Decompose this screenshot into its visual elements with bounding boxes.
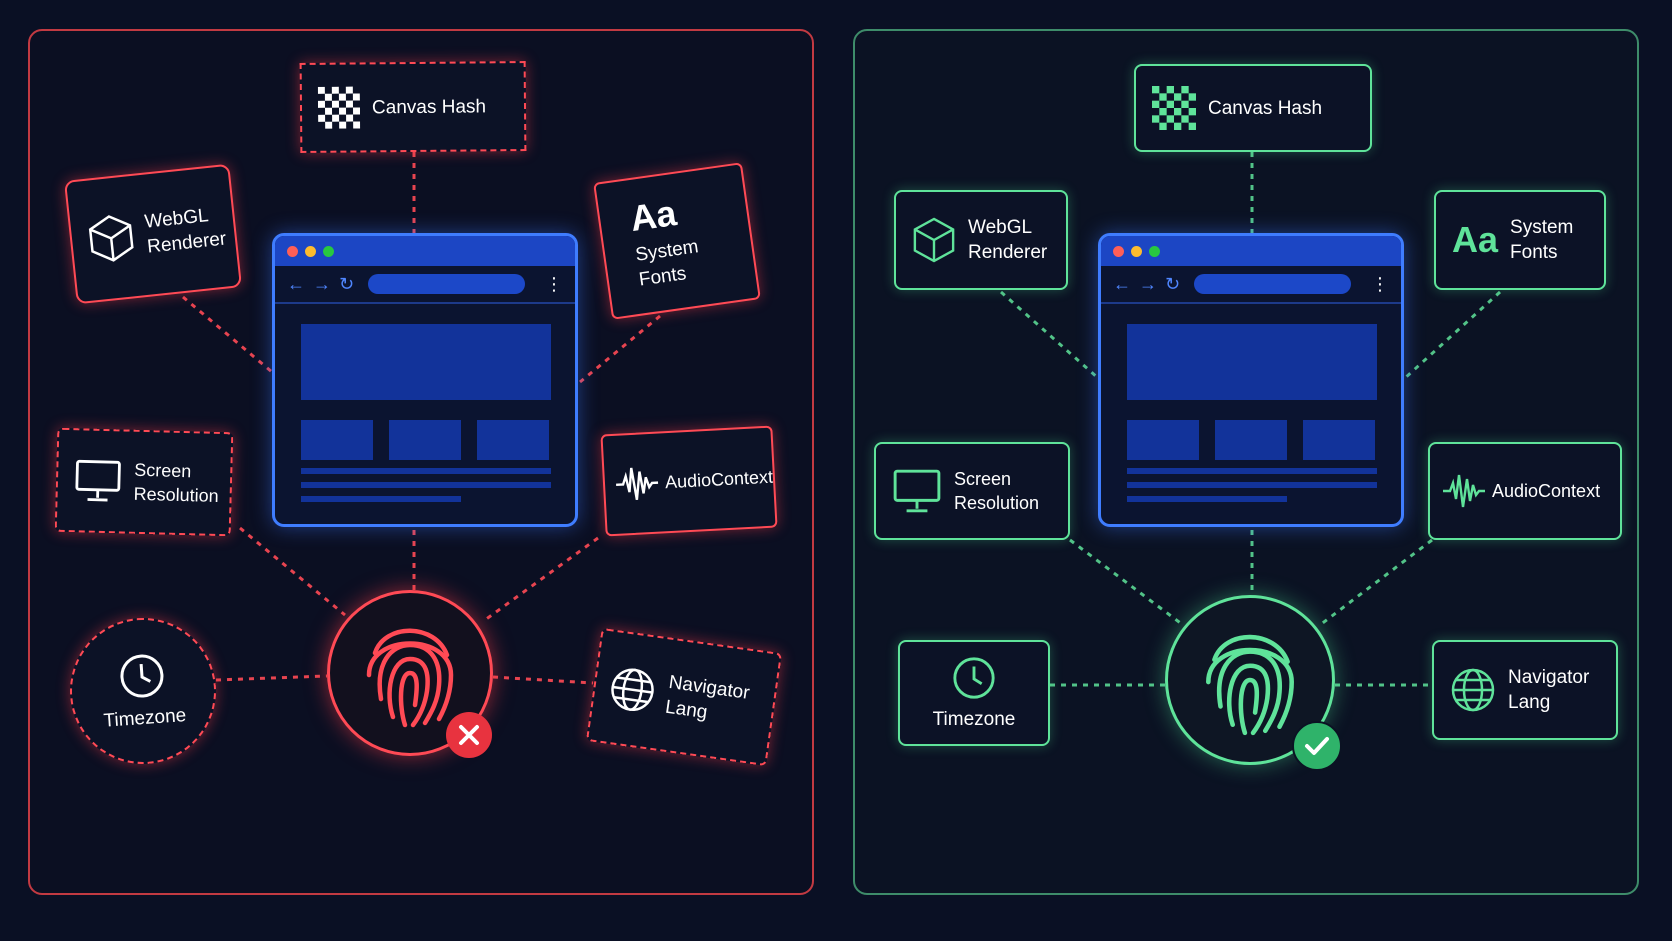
checker-icon — [317, 86, 361, 129]
right-webgl-label: WebGL Renderer — [968, 217, 1048, 263]
x-icon — [459, 725, 479, 745]
right-system-fonts-node: Aa System Fonts — [1434, 190, 1606, 290]
right-screen-resolution-label: Screen Resolution — [954, 469, 1040, 513]
globe-icon — [607, 664, 659, 716]
left-canvas-hash-label: Canvas Hash — [371, 95, 487, 118]
left-page-text-line — [301, 468, 551, 474]
left-browser-window: ← → ↻ ⋮ — [272, 233, 578, 527]
right-page-text-line — [1127, 482, 1377, 488]
right-navigator-lang-label: Navigator Lang — [1508, 667, 1590, 713]
pass-badge — [1292, 721, 1342, 771]
right-page-card — [1215, 420, 1287, 460]
left-screen-resolution-label: Screen Resolution — [133, 459, 219, 506]
right-page-card — [1127, 420, 1199, 460]
maximize-dot-icon — [323, 245, 334, 257]
right-system-fonts-label: System Fonts — [1510, 217, 1574, 263]
reload-icon: ↻ — [1165, 273, 1181, 294]
right-canvas-hash-label: Canvas Hash — [1208, 97, 1323, 119]
monitor-icon — [892, 468, 942, 514]
clock-icon — [951, 655, 997, 701]
right-timezone-label: Timezone — [932, 708, 1016, 730]
fingerprint-icon — [1206, 634, 1294, 736]
right-screen-resolution-node: Screen Resolution — [874, 442, 1070, 540]
monitor-icon — [73, 458, 122, 503]
back-arrow-icon: ← — [287, 273, 305, 294]
left-page-card — [477, 420, 549, 460]
kebab-menu-icon: ⋮ — [545, 273, 563, 294]
globe-icon — [1450, 667, 1496, 713]
reload-icon: ↻ — [339, 273, 355, 294]
left-page-card — [389, 420, 461, 460]
forward-arrow-icon: → — [1139, 273, 1157, 294]
left-address-bar — [368, 274, 525, 294]
left-page-text-line — [301, 482, 551, 488]
left-navigator-lang-node: Navigator Lang — [585, 627, 783, 767]
right-page-card — [1303, 420, 1375, 460]
cube-icon — [86, 211, 137, 266]
left-navigator-lang-label: Navigator Lang — [663, 671, 751, 724]
right-page-text-line — [1127, 496, 1287, 502]
left-webgl-node: WebGL Renderer — [63, 163, 243, 305]
left-audiocontext-label: AudioContext — [664, 466, 774, 492]
minimize-dot-icon — [305, 245, 316, 257]
right-browser-window: ← → ↻ ⋮ — [1098, 233, 1404, 527]
left-browser-toolbar: ← → ↻ ⋮ — [275, 266, 575, 304]
right-browser-toolbar: ← → ↻ ⋮ — [1101, 266, 1401, 304]
left-webgl-label: WebGL Renderer — [143, 205, 228, 258]
waveform-icon — [1442, 471, 1486, 511]
left-timezone-node: Timezone — [65, 613, 221, 769]
clock-icon — [116, 650, 167, 701]
right-page-hero-block — [1127, 324, 1377, 400]
right-navigator-lang-node: Navigator Lang — [1432, 640, 1618, 740]
minimize-dot-icon — [1131, 245, 1142, 257]
cube-icon — [912, 216, 956, 264]
left-audiocontext-node: AudioContext — [600, 425, 778, 537]
waveform-icon — [614, 463, 660, 505]
fail-badge — [446, 712, 492, 758]
right-audiocontext-node: AudioContext — [1428, 442, 1622, 540]
left-page-text-line — [301, 496, 461, 502]
right-webgl-node: WebGL Renderer — [894, 190, 1068, 290]
right-audiocontext-label: AudioContext — [1492, 480, 1601, 501]
left-timezone-label: Timezone — [102, 704, 187, 732]
back-arrow-icon: ← — [1113, 273, 1131, 294]
left-page-card — [301, 420, 373, 460]
maximize-dot-icon — [1149, 245, 1160, 257]
right-browser-titlebar — [1101, 236, 1401, 266]
left-canvas-hash-node: Canvas Hash — [299, 61, 527, 153]
right-canvas-hash-node: Canvas Hash — [1134, 64, 1372, 152]
fingerprint-icon — [366, 628, 454, 728]
close-dot-icon — [287, 245, 298, 257]
aa-glyph-icon: Aa — [1452, 219, 1499, 260]
right-timezone-node: Timezone — [898, 640, 1050, 746]
left-page-hero-block — [301, 324, 551, 400]
close-dot-icon — [1113, 245, 1124, 257]
left-system-fonts-label: System Fonts — [634, 236, 700, 291]
kebab-menu-icon: ⋮ — [1371, 273, 1389, 294]
right-address-bar — [1194, 274, 1351, 294]
left-browser-titlebar — [275, 236, 575, 266]
left-system-fonts-node: Aa System Fonts — [593, 162, 761, 320]
left-fingerprint-hub — [327, 590, 493, 756]
left-screen-resolution-node: Screen Resolution — [54, 427, 234, 537]
check-icon — [1305, 737, 1329, 755]
forward-arrow-icon: → — [313, 273, 331, 294]
checker-icon — [1152, 86, 1196, 130]
right-page-text-line — [1127, 468, 1377, 474]
aa-glyph-icon: Aa — [627, 192, 679, 240]
